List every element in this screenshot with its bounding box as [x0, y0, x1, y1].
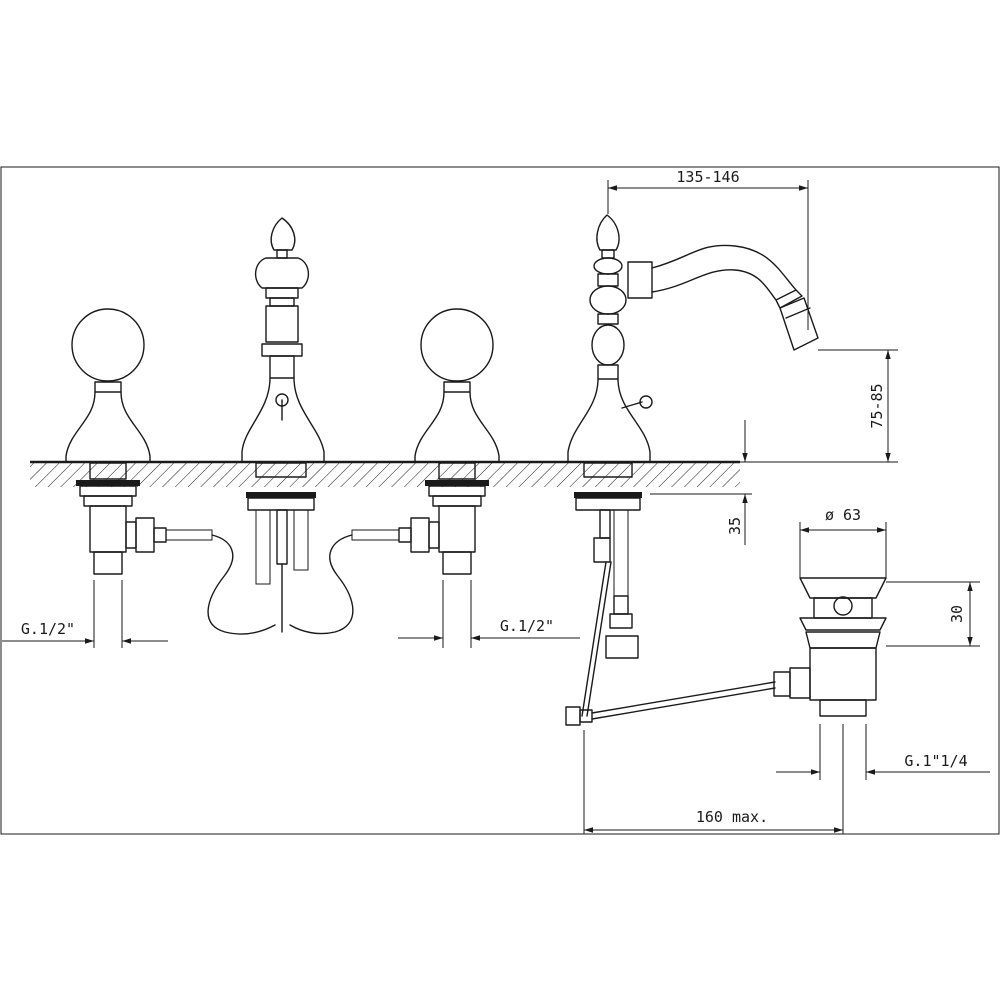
dim-deck-thickness: 35	[650, 420, 752, 545]
waste-height-label: 30	[948, 605, 966, 623]
dim-waste-thread: G.1"1/4	[776, 724, 990, 780]
side-view-mixer	[565, 214, 819, 726]
spout-reach-label: 135-146	[676, 168, 739, 186]
drawing-frame	[0, 166, 1000, 835]
dim-inlet-thread-right: G.1/2"	[398, 580, 580, 648]
dim-spout-height: 75-85	[740, 349, 898, 463]
dim-waste-height: 30	[886, 581, 980, 647]
right-handle-valve	[289, 308, 500, 635]
inlet-thread-right-label: G.1/2"	[500, 617, 554, 635]
dim-rod-length: 160 max.	[583, 724, 844, 834]
left-handle-valve	[65, 308, 276, 635]
waste-thread-label: G.1"1/4	[904, 752, 967, 770]
right-crystal-knob	[420, 308, 494, 382]
rod-length-label: 160 max.	[696, 808, 768, 826]
left-crystal-knob	[71, 308, 145, 382]
dim-waste-diameter: ø 63	[799, 506, 887, 578]
waste-diameter-label: ø 63	[825, 506, 861, 524]
center-spout	[241, 217, 325, 633]
pop-up-waste	[773, 577, 887, 717]
dim-spout-reach: 135-146	[607, 168, 809, 330]
dim-inlet-thread-left: G.1/2"	[2, 580, 168, 648]
spout-height-label: 75-85	[868, 383, 886, 428]
inlet-thread-left-label: G.1/2"	[21, 620, 75, 638]
deck-thickness-label: 35	[726, 517, 744, 535]
